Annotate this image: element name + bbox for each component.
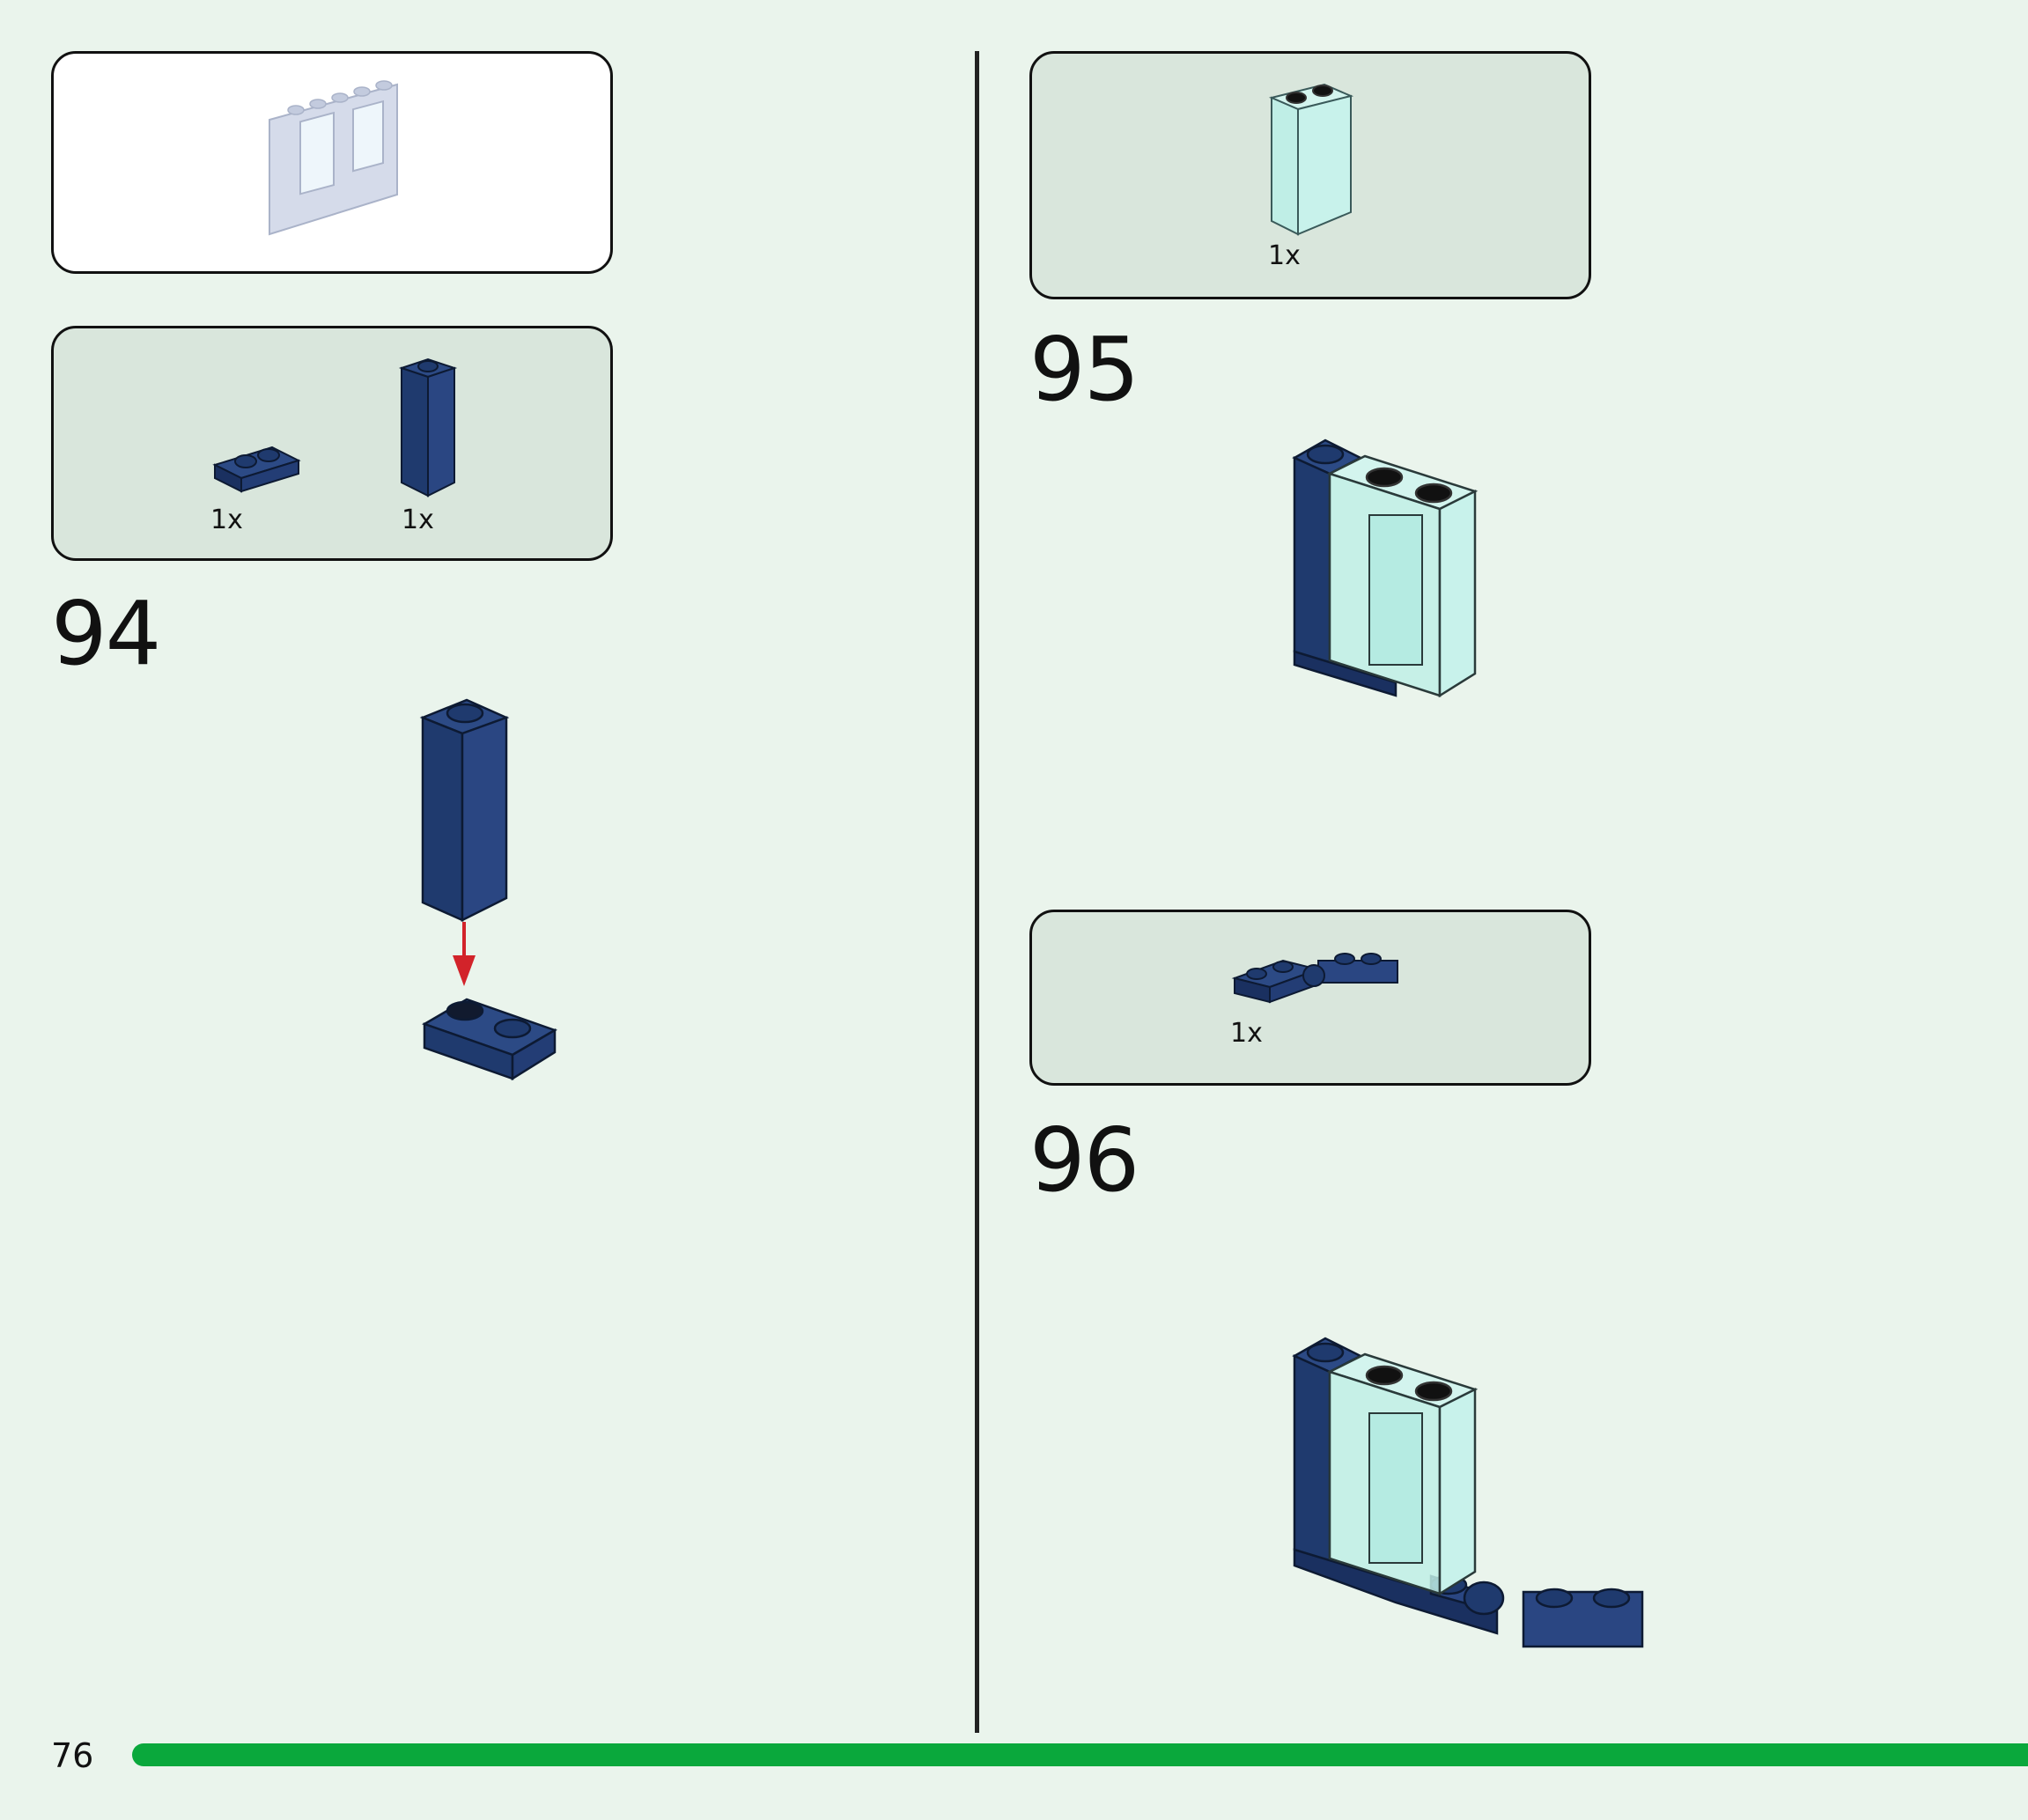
brick-1x1x3-icon [398,357,458,497]
step-94-part-1-qty: 1x [210,505,243,535]
step-95-number: 95 [1029,318,1139,421]
page-divider [975,51,979,1733]
step-94-part-2-qty: 1x [402,505,434,535]
step-94-parts-panel: 1x 1x [51,326,613,561]
step-95-parts-panel: 1x [1029,51,1591,299]
trans-panel-icon [1268,83,1354,236]
step-96-parts-panel: 1x [1029,910,1591,1086]
step-96-number: 96 [1029,1109,1139,1212]
progress-bar [132,1743,2028,1766]
step-96-part-1-qty: 1x [1230,1018,1263,1049]
overview-panel [51,51,613,274]
plate-1x2-icon [212,446,301,493]
hinge-plate-icon [1231,953,1398,1004]
step-94-number: 94 [51,582,161,685]
step-94-assembly-illustration [419,698,557,1081]
page-number: 76 [51,1736,94,1775]
step-95-assembly-illustration [1292,438,1479,698]
step-96-assembly-illustration [1292,1337,1644,1648]
wall-with-windows-preview-icon [269,80,398,236]
step-95-part-1-qty: 1x [1268,240,1301,271]
